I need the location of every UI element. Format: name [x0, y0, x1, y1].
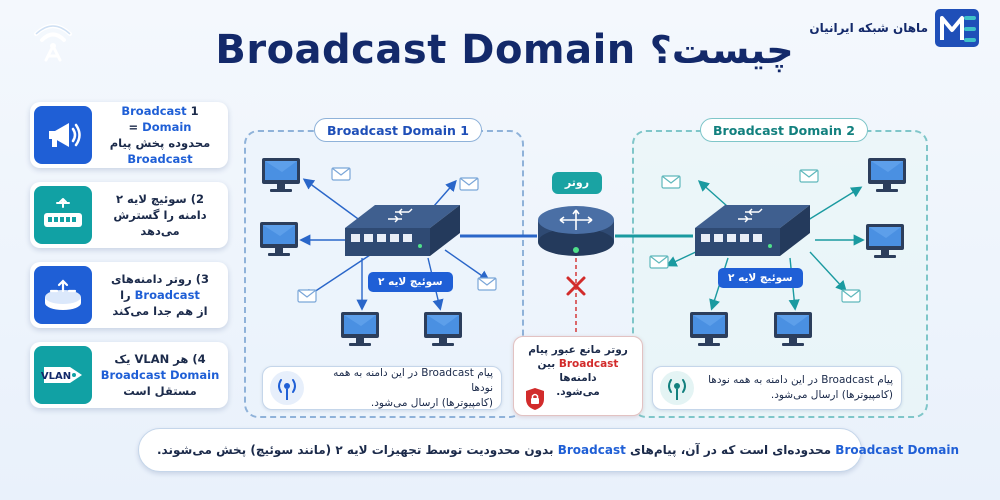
card-3-ra: را	[120, 288, 131, 302]
broadcast-antenna-icon	[660, 371, 694, 405]
card-broadcast-domain: 1 Broadcast Domain = محدوده پخش پیام Bro…	[30, 102, 228, 168]
megaphone-icon	[49, 123, 81, 147]
computer-icon	[341, 312, 379, 346]
broadcast-antenna-icon	[270, 371, 304, 405]
domain-2-label: Broadcast Domain 2	[700, 118, 868, 142]
router-icon	[538, 206, 614, 256]
title-english: Broadcast Domain	[215, 27, 636, 73]
router-label: روتر	[552, 172, 602, 194]
computer-icon	[262, 158, 300, 192]
computer-icon	[424, 312, 462, 346]
envelope-icon	[331, 167, 351, 181]
bottom-hl1: Broadcast Domain	[835, 443, 960, 457]
card-router: 3) روتر دامنه‌های Broadcast را از هم جدا…	[30, 262, 228, 328]
shield-lock-icon	[526, 388, 544, 410]
card-3-line1: 3) روتر دامنه‌های	[111, 272, 209, 286]
router-icon	[45, 279, 81, 310]
domain-1-info: پیام Broadcast در این دامنه به همه نودها…	[262, 366, 502, 410]
block-line3: می‌شود.	[556, 386, 600, 398]
page-title: Broadcast Domain چیست؟	[172, 20, 837, 80]
envelope-icon	[799, 169, 819, 183]
bottom-text2: بدون محدودیت توسط تجهیزات لایه ۲ (مانند …	[157, 443, 554, 457]
computer-icon	[866, 224, 904, 258]
envelope-icon	[841, 289, 861, 303]
switch-1-label: سوئیچ لایه ۲	[368, 272, 453, 292]
bottom-text1: محدوده‌ای است که در آن، پیام‌های	[630, 443, 832, 457]
card-1-line2: محدوده پخش پیام	[109, 136, 211, 150]
switch-2-label: سوئیچ لایه ۲	[718, 268, 803, 288]
card-1-eq: =	[128, 120, 139, 134]
logo-text: ماهان شبکه ایرانیان	[809, 21, 928, 35]
card-4-line3: مستقل است	[123, 384, 197, 398]
card-2-line1: 2) سوئیچ لایه ۲	[116, 192, 204, 206]
computer-icon	[774, 312, 812, 346]
domain-2-info-line2: (کامپیوترها) ارسال می‌شود.	[770, 389, 893, 401]
block-hl: Broadcast	[558, 358, 619, 370]
domain-2-info: پیام Broadcast در این دامنه به همه نودها…	[652, 366, 902, 410]
domain-1-info-line1: پیام Broadcast در این دامنه به همه نودها	[333, 366, 493, 394]
card-3-line3: از هم جدا می‌کند	[112, 304, 208, 318]
definition-bar: Broadcast Domain محدوده‌ای است که در آن،…	[138, 428, 959, 472]
block-line2: بین دامنه‌ها	[537, 358, 597, 384]
computer-icon	[868, 158, 906, 192]
router-block-note: روتر مانع عبور پیام Broadcast بین دامنه‌…	[513, 336, 643, 416]
envelope-icon	[297, 289, 317, 303]
domain-1-info-line2: (کامپیوترها) ارسال می‌شود.	[370, 396, 493, 409]
bottom-hl2: Broadcast	[557, 443, 626, 457]
vlan-tag-icon: VLAN	[41, 367, 82, 383]
domain-2-info-line1: پیام Broadcast در این دامنه به همه نودها	[708, 374, 893, 386]
domain-1-label: Broadcast Domain 1	[314, 118, 482, 142]
card-3-hl: Broadcast	[134, 288, 200, 302]
envelope-icon	[477, 277, 497, 291]
card-layer2-switch: 2) سوئیچ لایه ۲ دامنه را گسترش می‌دهد	[30, 182, 228, 248]
block-line1: روتر مانع عبور پیام	[528, 344, 628, 356]
card-2-line2: دامنه را گسترش می‌دهد	[113, 208, 207, 238]
card-4-hl: Broadcast Domain	[100, 368, 220, 382]
wifi-antenna-icon	[34, 24, 72, 62]
mahan-logo-icon	[935, 9, 979, 47]
switch-icon	[44, 198, 82, 227]
card-1-hl: Broadcast Domain	[121, 104, 192, 134]
envelope-icon	[649, 255, 669, 269]
layer2-switch-2-icon	[695, 205, 810, 256]
blocked-x-icon	[566, 276, 586, 296]
card-4-line1: 4) هر VLAN یک	[114, 352, 206, 366]
computer-icon	[260, 222, 298, 256]
card-1-num: 1	[190, 104, 199, 118]
envelope-icon	[459, 177, 479, 191]
layer2-switch-1-icon	[345, 205, 460, 256]
title-persian: چیست؟	[649, 28, 794, 72]
vlan-icon-text: VLAN	[41, 371, 71, 382]
card-1-line3: Broadcast	[127, 152, 193, 166]
computer-icon	[690, 312, 728, 346]
envelope-icon	[661, 175, 681, 189]
card-vlan: VLAN 4) هر VLAN یک Broadcast Domain مستق…	[30, 342, 228, 408]
brand-logo: ماهان شبکه ایرانیان	[809, 8, 980, 48]
